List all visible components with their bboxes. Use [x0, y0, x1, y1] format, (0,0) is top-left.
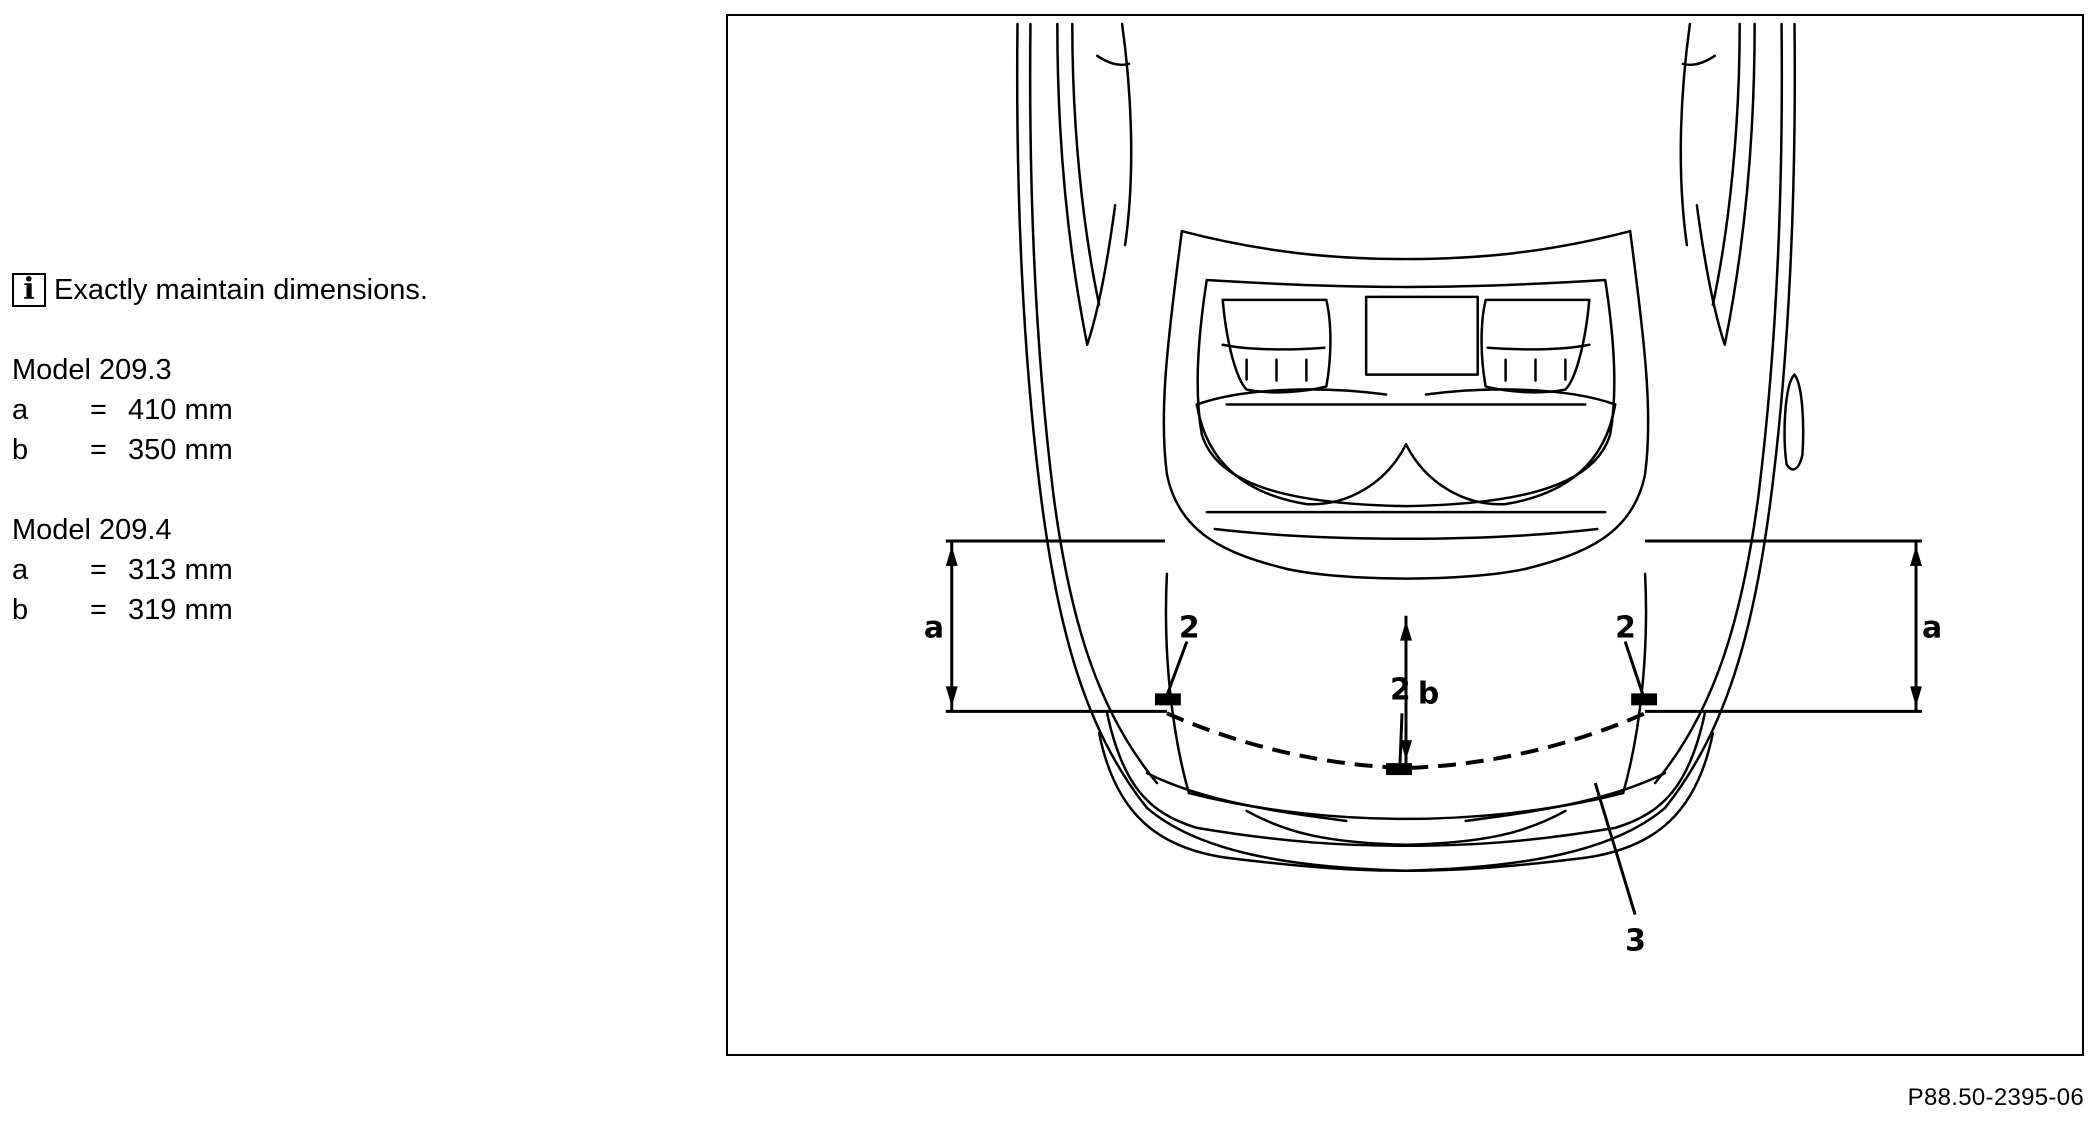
- instruction-notes: i Exactly maintain dimensions. Model 209…: [12, 270, 712, 670]
- info-note: i Exactly maintain dimensions.: [12, 270, 712, 310]
- model-title: Model 209.3: [12, 354, 172, 386]
- dimension-equals: =: [90, 554, 107, 586]
- dimension-value: 313 mm: [128, 554, 233, 586]
- dimension-equals: =: [90, 394, 107, 426]
- dimension-row: b = 319 mm: [12, 590, 712, 630]
- label-part-2-center: 2: [1390, 672, 1411, 707]
- label-part-2-left: 2: [1179, 611, 1200, 646]
- label-a-left: a: [924, 611, 944, 646]
- dimension-value: 350 mm: [128, 434, 233, 466]
- car-rear-diagram: a a b 2 2 2 3: [924, 22, 1942, 958]
- car-body-outline: [1015, 22, 1805, 872]
- sensor-left: [1154, 693, 1181, 706]
- info-note-text: Exactly maintain dimensions.: [54, 274, 428, 306]
- model-title: Model 209.4: [12, 514, 172, 546]
- dimension-row: b = 350 mm: [12, 430, 712, 470]
- dimension-value: 410 mm: [128, 394, 233, 426]
- sensor-right: [1631, 693, 1658, 706]
- dimension-key: b: [12, 434, 29, 466]
- figure-id: P88.50-2395-06: [1907, 1084, 2084, 1111]
- dimension-row: a = 313 mm: [12, 550, 712, 590]
- dimension-key: a: [12, 554, 29, 586]
- dimension-row: a = 410 mm: [12, 390, 712, 430]
- dimension-key: b: [12, 594, 29, 626]
- dimension-equals: =: [90, 594, 107, 626]
- dimension-key: a: [12, 394, 29, 426]
- info-icon: i: [12, 273, 46, 307]
- dimension-arrows: [945, 545, 1923, 761]
- dimension-equals: =: [90, 434, 107, 466]
- sensor-center: [1386, 763, 1412, 776]
- label-b: b: [1418, 676, 1439, 711]
- model-block-209-4: Model 209.4 a = 313 mm b = 319 mm: [12, 510, 712, 630]
- label-part-3: 3: [1625, 923, 1646, 958]
- label-part-2-right: 2: [1615, 611, 1636, 646]
- label-a-right: a: [1922, 611, 1942, 646]
- model-block-209-3: Model 209.3 a = 410 mm b = 350 mm: [12, 350, 712, 470]
- figure-frame: a a b 2 2 2 3: [726, 14, 2084, 1056]
- dimension-value: 319 mm: [128, 594, 233, 626]
- dimension-lines: [945, 539, 1923, 915]
